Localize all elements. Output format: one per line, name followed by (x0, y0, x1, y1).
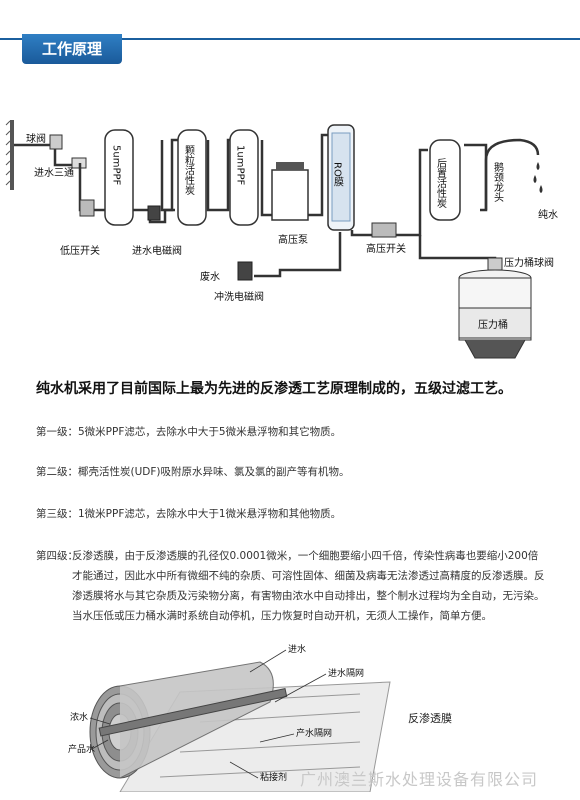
label-concentrate: 浓水 (70, 711, 88, 723)
label-faucet: 鹅颈龙头 (492, 161, 504, 203)
filter-carbon-icon (177, 129, 207, 226)
label-low-pressure-switch: 低压开关 (60, 244, 100, 257)
label-ball-valve: 球阀 (26, 132, 46, 145)
label-filter-5um: 5umPPF (111, 145, 122, 186)
filter-1um-icon (229, 129, 259, 226)
label-adhesive: 粘接剂 (260, 771, 287, 783)
page-title: 工作原理 (41, 40, 102, 58)
post-carbon-icon (429, 139, 461, 221)
header-rule (0, 38, 580, 40)
label-pump: 高压泵 (278, 233, 308, 246)
label-tank: 压力桶 (478, 318, 508, 331)
flush-solenoid-icon (237, 261, 253, 281)
stage-3: 第三级：1微米PPF滤芯，去除水中大于1微米悬浮物和其他物质。 (36, 504, 546, 524)
label-filter-1um: 1umPPF (235, 145, 246, 186)
label-permeate-spacer: 产水隔网 (296, 727, 332, 739)
stage-text: 1微米PPF滤芯，去除水中大于1微米悬浮物和其他物质。 (78, 508, 342, 520)
membrane-diagram: 进水 进水隔网 浓水 产品水 产水隔网 粘接剂 (68, 643, 391, 792)
tank-valve-icon (487, 257, 503, 271)
summary-heading: 纯水机采用了目前国际上最为先进的反渗透工艺原理制成的，五级过滤工艺。 (36, 381, 512, 397)
label-feed-spacer: 进水隔网 (328, 667, 364, 679)
product-tube (98, 687, 288, 737)
inlet-solenoid-icon (147, 205, 161, 221)
label-flush-solenoid: 冲洗电磁阀 (214, 290, 264, 303)
wall (10, 120, 14, 190)
stage-2: 第二级：椰壳活性炭(UDF)吸附原水异味、氯及氯的副产等有机物。 (36, 462, 546, 482)
header-tab (22, 34, 122, 64)
stage-4: 第四级： 反渗透膜，由于反渗透膜的孔径仅0.0001微米，一个细胞要缩小四千倍，… (36, 546, 546, 626)
stage-label: 第四级： (36, 550, 78, 562)
stage-label: 第三级： (36, 508, 78, 520)
label-tank-valve: 压力桶球阀 (504, 256, 554, 269)
ball-valve-icon (49, 134, 63, 150)
label-inlet-tee: 进水三通 (34, 167, 74, 179)
label-pure-water: 纯水 (538, 208, 558, 221)
membrane-title: 反渗透膜 (408, 712, 452, 725)
stage-text: 反渗透膜，由于反渗透膜的孔径仅0.0001微米，一个细胞要缩小四千倍，传染性病毒… (72, 550, 545, 622)
stage-label: 第二级： (36, 466, 78, 478)
label-high-pressure-switch: 高压开关 (366, 242, 406, 255)
filter-5um-icon (104, 129, 134, 226)
label-product: 产品水 (68, 743, 95, 755)
label-feed: 进水 (288, 643, 306, 655)
watermark: 广州澳兰斯水处理设备有限公司 (300, 770, 539, 789)
high-pressure-switch-icon (371, 222, 397, 238)
inlet-pipe (14, 143, 80, 167)
stage-text: 5微米PPF滤芯，去除水中大于5微米悬浮物和其它物质。 (78, 426, 342, 438)
label-filter-carbon: 颗粒活性炭 (183, 145, 195, 196)
stage-label: 第一级： (36, 426, 78, 438)
low-pressure-switch-icon (79, 199, 95, 217)
label-post-carbon: 后置活性炭 (435, 158, 447, 209)
label-waste-water: 废水 (200, 270, 220, 283)
pump-icon (271, 169, 309, 221)
stage-1: 第一级：5微米PPF滤芯，去除水中大于5微米悬浮物和其它物质。 (36, 422, 546, 442)
membrane-roll-body (119, 661, 274, 779)
stage-text: 椰壳活性炭(UDF)吸附原水异味、氯及氯的副产等有机物。 (78, 466, 350, 478)
faucet-icon (484, 138, 540, 210)
label-ro: RO膜 (332, 162, 344, 188)
process-diagram: 球阀 进水三通 低压开关 进水电磁阀 5umPPF 颗粒活性炭 1umPPF 高… (5, 120, 558, 359)
label-inlet-solenoid: 进水电磁阀 (132, 244, 182, 257)
